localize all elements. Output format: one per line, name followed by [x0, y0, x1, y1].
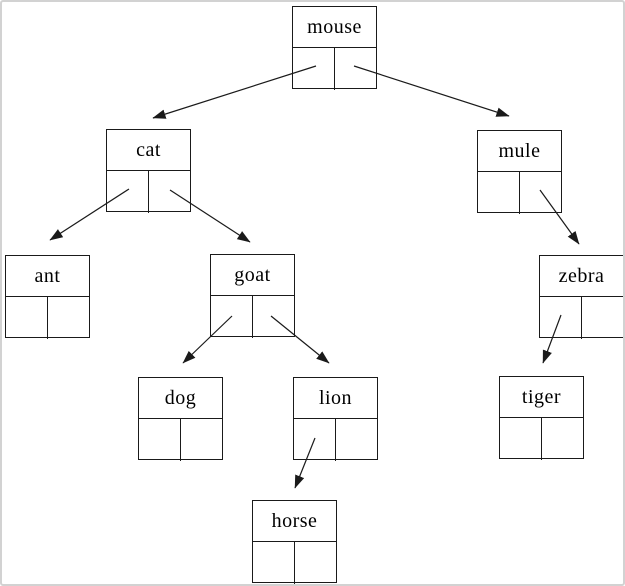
zebra-right-pointer-cell	[582, 297, 623, 339]
goat-right-pointer-cell	[253, 296, 294, 338]
dog-right-pointer-cell	[181, 419, 222, 461]
node-label-ant: ant	[6, 256, 89, 297]
tree-node-zebra: zebra	[539, 255, 623, 339]
node-pointer-cells-zebra	[540, 297, 623, 339]
mouse-right-pointer-cell	[335, 48, 376, 90]
node-label-dog: dog	[139, 378, 222, 419]
node-label-cat: cat	[107, 130, 190, 171]
tree-node-dog: dog	[138, 377, 223, 461]
tree-node-mouse: mouse	[292, 6, 377, 90]
tree-node-cat: cat	[106, 129, 191, 213]
horse-left-pointer-cell	[253, 542, 295, 584]
mule-right-pointer-cell	[520, 172, 561, 214]
node-label-lion: lion	[294, 378, 377, 419]
tree-node-ant: ant	[5, 255, 90, 339]
ant-right-pointer-cell	[48, 297, 89, 339]
node-label-mule: mule	[478, 131, 561, 172]
mule-left-pointer-cell	[478, 172, 520, 214]
cat-left-pointer-cell	[107, 171, 149, 213]
node-pointer-cells-lion	[294, 419, 377, 461]
node-label-tiger: tiger	[500, 377, 583, 418]
lion-left-pointer-cell	[294, 419, 336, 461]
edge-mouse-right-to-mule	[353, 65, 510, 117]
node-label-goat: goat	[211, 255, 294, 296]
node-pointer-cells-tiger	[500, 418, 583, 460]
horse-right-pointer-cell	[295, 542, 336, 584]
node-pointer-cells-cat	[107, 171, 190, 213]
node-label-zebra: zebra	[540, 256, 623, 297]
node-pointer-cells-goat	[211, 296, 294, 338]
node-label-horse: horse	[253, 501, 336, 542]
goat-left-pointer-cell	[211, 296, 253, 338]
tree-node-goat: goat	[210, 254, 295, 338]
node-pointer-cells-mule	[478, 172, 561, 214]
mouse-left-pointer-cell	[293, 48, 335, 90]
lion-right-pointer-cell	[336, 419, 377, 461]
tree-node-lion: lion	[293, 377, 378, 461]
tree-node-horse: horse	[252, 500, 337, 584]
node-pointer-cells-horse	[253, 542, 336, 584]
node-pointer-cells-dog	[139, 419, 222, 461]
zebra-left-pointer-cell	[540, 297, 582, 339]
tree-node-mule: mule	[477, 130, 562, 214]
tiger-left-pointer-cell	[500, 418, 542, 460]
ant-left-pointer-cell	[6, 297, 48, 339]
node-pointer-cells-ant	[6, 297, 89, 339]
dog-left-pointer-cell	[139, 419, 181, 461]
cat-right-pointer-cell	[149, 171, 190, 213]
node-label-mouse: mouse	[293, 7, 376, 48]
tiger-right-pointer-cell	[542, 418, 583, 460]
tree-node-tiger: tiger	[499, 376, 584, 460]
node-pointer-cells-mouse	[293, 48, 376, 90]
